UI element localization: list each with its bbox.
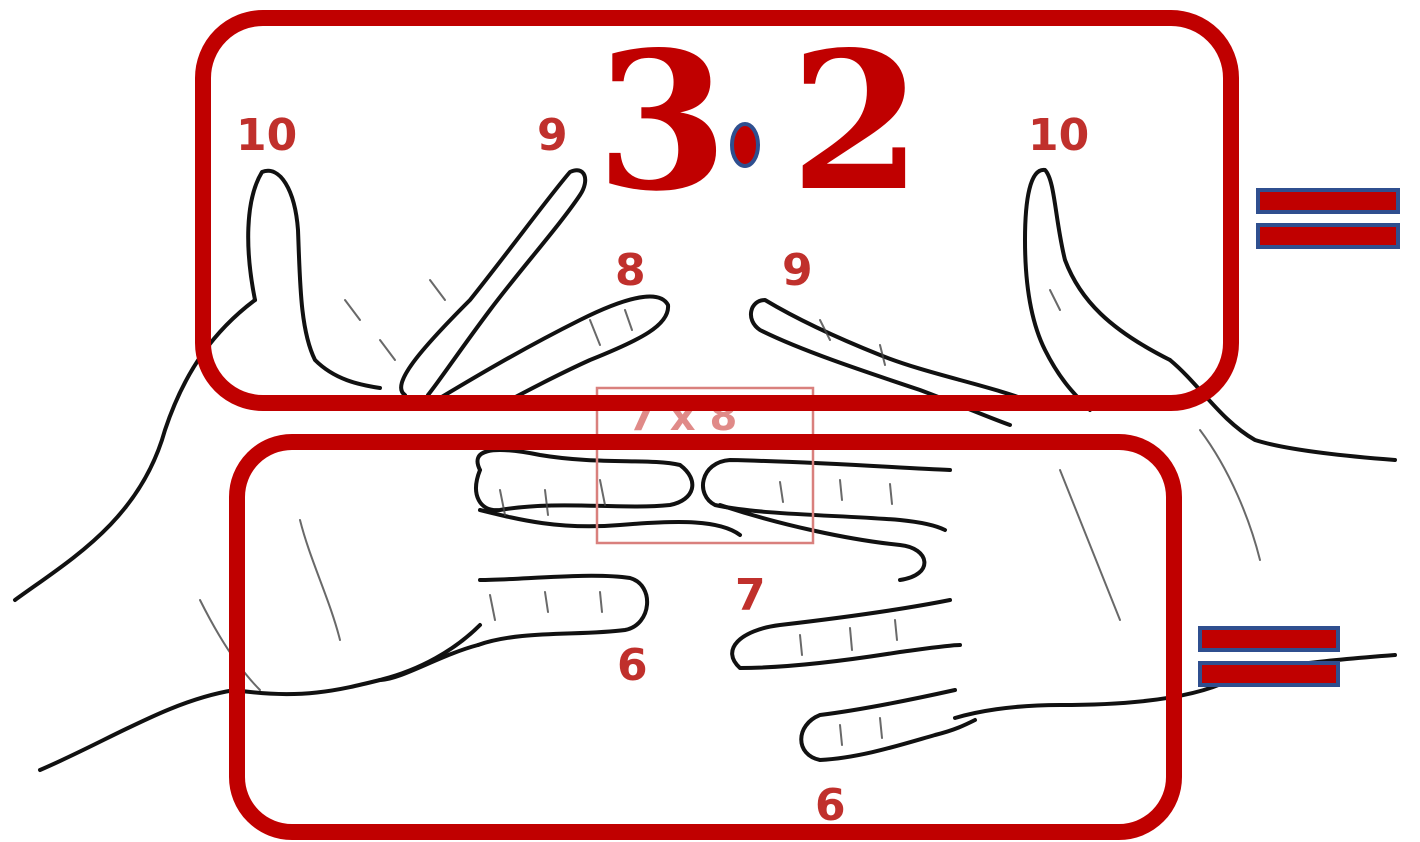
left-little-label: 6 — [617, 640, 648, 691]
equals-sign-bottom — [1200, 628, 1338, 685]
factor-right: 2 — [790, 10, 922, 233]
lower-fingers-frame — [237, 442, 1174, 832]
factor-left: 3 — [596, 10, 728, 233]
right-ring-label: 7 — [735, 570, 766, 621]
right-thumb-label: 10 — [1028, 110, 1089, 161]
left-middle-label: 8 — [615, 245, 646, 296]
left-thumb-label: 10 — [236, 110, 297, 161]
multiply-dot-icon — [732, 124, 758, 166]
left-index-label: 9 — [537, 110, 568, 161]
right-index-label: 9 — [782, 245, 813, 296]
right-little-label: 6 — [815, 780, 846, 831]
equals-sign-top — [1258, 190, 1398, 247]
